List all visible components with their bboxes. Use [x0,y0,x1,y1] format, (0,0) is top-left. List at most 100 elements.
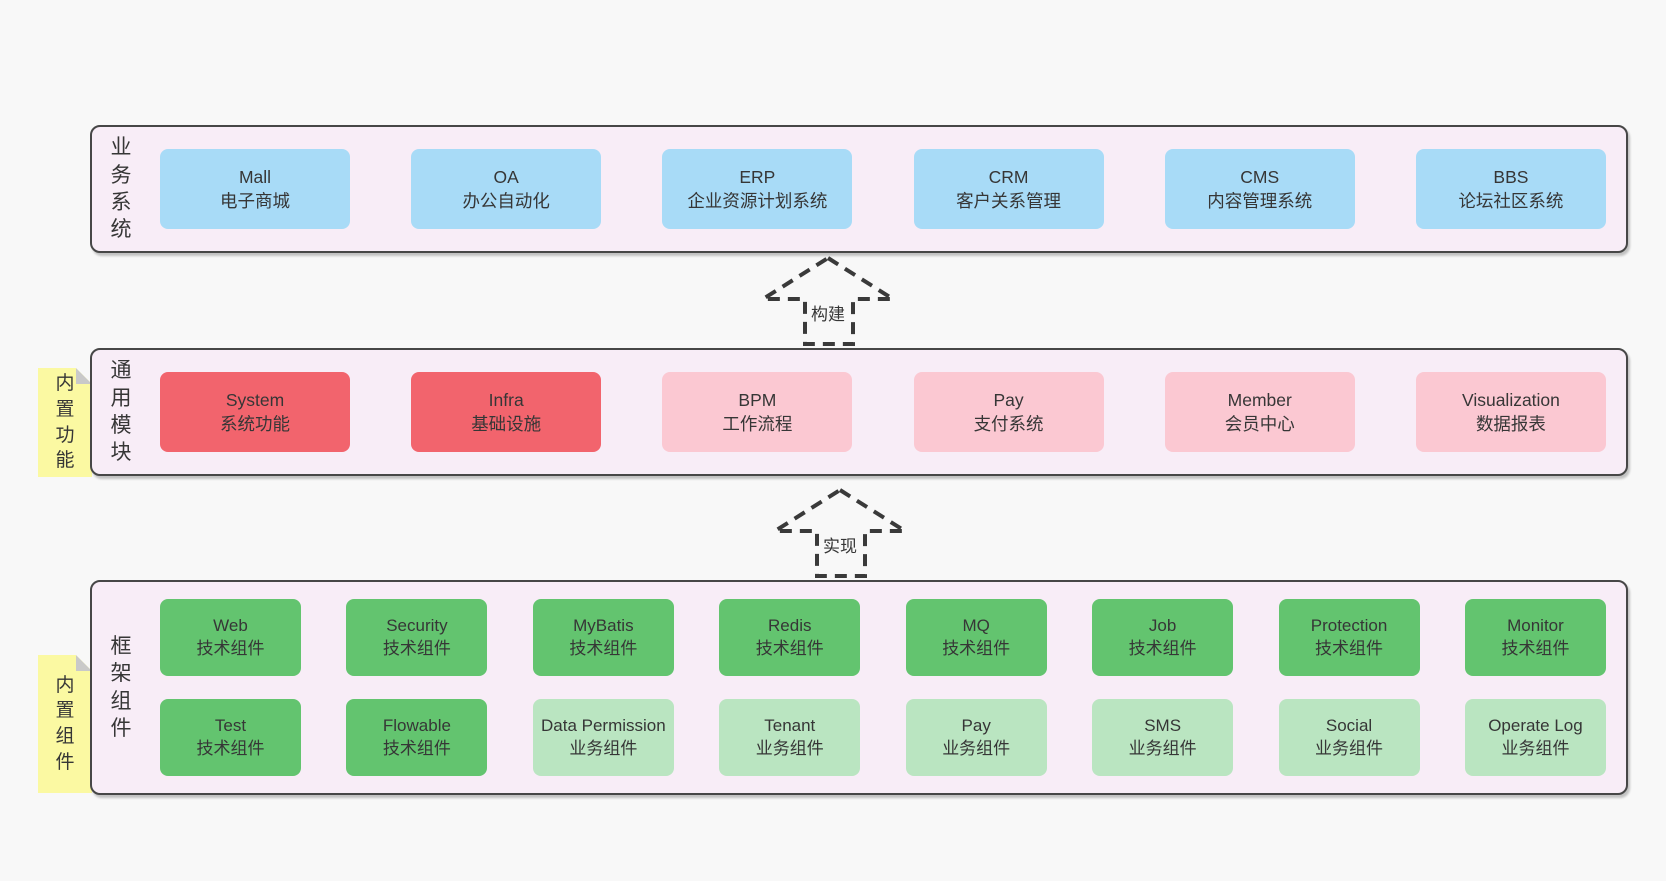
note-text: 内置组件 [55,674,75,773]
box-title: BPM [738,389,777,410]
box-subtitle: 客户关系管理 [956,191,1062,211]
box-crm: CRM 客户关系管理 [913,149,1104,229]
box-title: ERP [739,166,776,187]
box-subtitle: 内容管理系统 [1207,191,1313,211]
framework-components-panel: 框架组件 Web 技术组件 Security 技术组件 MyBatis 技术组件… [90,580,1628,795]
note-text: 内置功能 [55,373,75,472]
box-title: Member [1227,389,1292,410]
box-redis: Redis 技术组件 [719,599,861,676]
box-data-permission: Data Permission 业务组件 [532,699,674,776]
box-infra: Infra 基础设施 [411,372,602,452]
box-subtitle: 系统功能 [220,414,290,434]
box-oa: OA 办公自动化 [411,149,602,229]
box-title: Test [214,716,247,736]
box-social: Social 业务组件 [1278,699,1420,776]
box-title: Operate Log [1488,716,1583,736]
box-subtitle: 技术组件 [196,738,265,758]
box-subtitle: 业务组件 [569,738,638,758]
box-operate-log: Operate Log 业务组件 [1464,699,1606,776]
box-subtitle: 工作流程 [722,414,793,434]
box-title: Pay [961,716,991,736]
box-title: Flowable [382,716,451,736]
common-modules-boxes: System 系统功能 Infra 基础设施 BPM 工作流程 Pay 支付系统… [134,372,1626,452]
box-erp: ERP 企业资源计划系统 [662,149,853,229]
box-subtitle: 业务组件 [1315,738,1384,758]
build-arrow-label: 构建 [808,299,848,326]
box-subtitle: 技术组件 [1128,638,1197,658]
box-pay-system: Pay 支付系统 [913,372,1104,452]
box-subtitle: 技术组件 [569,638,638,658]
box-title: OA [493,166,519,187]
box-bbs: BBS 论坛社区系统 [1415,149,1606,229]
business-systems-panel: 业务系统 Mall 电子商城 OA 办公自动化 ERP 企业资源计划系统 CRM… [90,125,1628,253]
box-title: Tenant [764,716,816,736]
panel-label-common-modules: 通用模块 [110,359,132,465]
box-subtitle: 技术组件 [196,638,265,658]
box-member: Member 会员中心 [1164,372,1355,452]
box-subtitle: 技术组件 [382,738,451,758]
panel-label-business-systems: 业务系统 [110,136,132,242]
box-subtitle: 业务组件 [942,738,1011,758]
box-cms: CMS 内容管理系统 [1164,149,1355,229]
box-subtitle: 业务组件 [1501,738,1570,758]
box-title: Visualization [1461,389,1560,410]
box-pay-component: Pay 业务组件 [905,699,1047,776]
box-title: SMS [1144,716,1182,736]
box-title: System [225,389,285,410]
box-subtitle: 电子商城 [220,191,290,211]
box-title: CRM [988,166,1029,187]
box-subtitle: 基础设施 [471,414,542,434]
box-subtitle: 技术组件 [942,638,1011,658]
box-security: Security 技术组件 [346,599,488,676]
box-bpm: BPM 工作流程 [662,372,853,452]
build-arrow-icon: 构建 [760,255,896,347]
box-mq: MQ 技术组件 [905,599,1047,676]
box-title: Data Permission [540,716,666,736]
box-subtitle: 企业资源计划系统 [687,191,828,211]
common-modules-panel: 通用模块 System 系统功能 Infra 基础设施 BPM 工作流程 Pay… [90,348,1628,476]
box-title: BBS [1493,166,1529,187]
box-web: Web 技术组件 [160,599,301,676]
box-title: Job [1148,616,1177,636]
implement-arrow-icon: 实现 [772,487,908,579]
box-mall: Mall 电子商城 [160,149,350,229]
box-subtitle: 技术组件 [1501,638,1570,658]
box-monitor: Monitor 技术组件 [1464,599,1606,676]
box-test: Test 技术组件 [160,699,301,776]
box-subtitle: 会员中心 [1224,414,1295,434]
box-title: Redis [768,616,812,636]
business-systems-boxes: Mall 电子商城 OA 办公自动化 ERP 企业资源计划系统 CRM 客户关系… [134,149,1626,229]
box-subtitle: 技术组件 [382,638,451,658]
framework-components-boxes: Web 技术组件 Security 技术组件 MyBatis 技术组件 Redi… [134,599,1626,776]
panel-label-framework-components: 框架组件 [110,634,132,740]
box-title: Pay [993,389,1024,410]
box-title: Mall [238,166,272,187]
box-title: MyBatis [573,616,634,636]
note-built-in-components: 内置组件 [38,655,92,793]
box-title: Monitor [1507,616,1564,636]
box-flowable: Flowable 技术组件 [346,699,488,776]
box-visualization: Visualization 数据报表 [1415,372,1606,452]
box-title: Web [213,616,248,636]
note-built-in-features: 内置功能 [38,368,92,477]
box-title: Security [386,616,448,636]
box-protection: Protection 技术组件 [1278,599,1420,676]
box-subtitle: 业务组件 [755,738,824,758]
box-job: Job 技术组件 [1092,599,1234,676]
box-subtitle: 业务组件 [1128,738,1197,758]
box-title: Infra [488,389,524,410]
box-title: Protection [1310,616,1388,636]
box-subtitle: 办公自动化 [462,191,550,211]
box-subtitle: 论坛社区系统 [1458,191,1564,211]
box-title: MQ [962,616,990,636]
box-title: Social [1325,716,1373,736]
box-subtitle: 支付系统 [973,414,1044,434]
box-mybatis: MyBatis 技术组件 [532,599,674,676]
box-subtitle: 技术组件 [755,638,824,658]
box-sms: SMS 业务组件 [1092,699,1234,776]
box-system: System 系统功能 [160,372,350,452]
box-tenant: Tenant 业务组件 [719,699,861,776]
box-title: CMS [1240,166,1280,187]
box-subtitle: 数据报表 [1475,414,1546,434]
implement-arrow-label: 实现 [820,531,860,558]
